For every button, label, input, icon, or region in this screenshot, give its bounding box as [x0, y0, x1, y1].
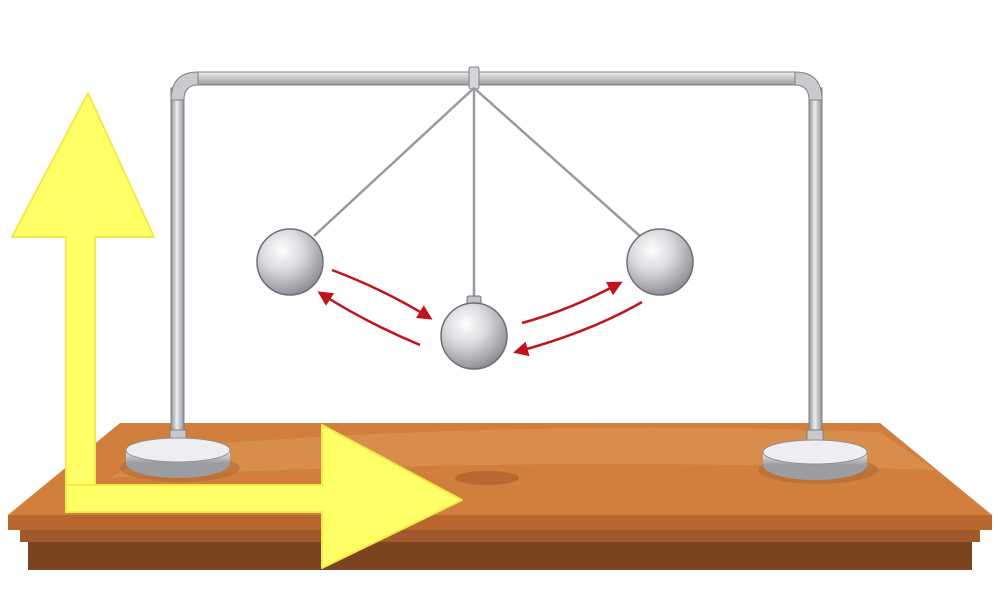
arrow-right-up [521, 281, 623, 325]
motion-arrows [317, 268, 643, 357]
table-top-sheen [110, 427, 935, 478]
axis-arrows [11, 92, 463, 569]
strings [313, 87, 641, 300]
table-front-edge [8, 515, 992, 530]
top-bar [197, 71, 796, 86]
right-pole [808, 87, 823, 435]
arrow-right-down [513, 300, 643, 357]
right-ball [626, 228, 694, 296]
pendulum-frame [120, 66, 878, 484]
table-lower-band [20, 528, 980, 542]
balls [256, 228, 694, 370]
left-pole [170, 87, 185, 435]
left-base [125, 429, 231, 478]
wooden-table [8, 423, 992, 570]
horizontal-arrow [65, 424, 463, 569]
arrow-left-down [331, 268, 433, 320]
right-string [473, 87, 641, 237]
right-base [762, 429, 868, 480]
arrow-left-up [317, 291, 421, 347]
left-string [313, 87, 475, 237]
top-clamp [468, 66, 480, 90]
center-ball [440, 302, 508, 370]
left-ball [256, 228, 324, 296]
table-knot [455, 471, 519, 485]
